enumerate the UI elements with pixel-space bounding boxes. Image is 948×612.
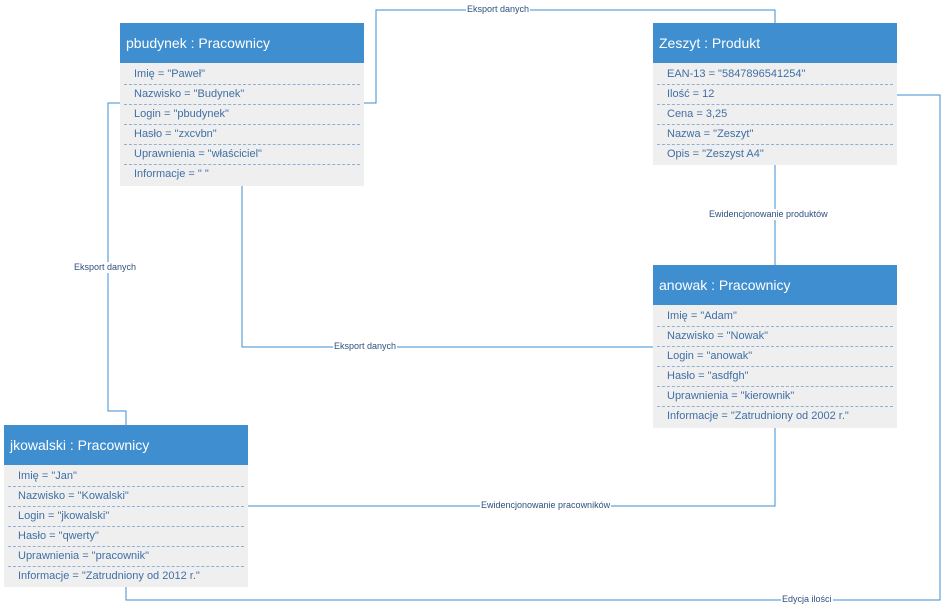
attribute-row: Nazwa = "Zeszyt" [657,125,893,145]
link-pbudynek-jkowalski [107,102,127,425]
object-title: jkowalski : Pracownicy [4,425,248,465]
attribute-row: EAN-13 = "5847896541254" [657,65,893,85]
attribute-row: Nazwisko = "Kowalski" [8,487,244,507]
object-anowak[interactable]: anowak : Pracownicy Imię = "Adam" Nazwis… [653,265,897,428]
attribute-row: Hasło = "asdfgh" [657,367,893,387]
attribute-row: Ilość = 12 [657,85,893,105]
object-jkowalski[interactable]: jkowalski : Pracownicy Imię = "Jan" Nazw… [4,425,248,587]
attribute-list: Imię = "Paweł" Nazwisko = "Budynek" Logi… [120,63,364,186]
attribute-row: Opis = "Zeszyst A4" [667,148,764,160]
attribute-row: Nazwisko = "Nowak" [657,327,893,347]
attribute-row: Uprawnienia = "właściciel" [124,145,360,165]
link-label-jkowalski-anowak: Ewidencjonowanie pracowników [480,500,612,511]
link-pbudynek-anowak [241,186,653,348]
attribute-row: Hasło = "zxcvbn" [124,125,360,145]
link-pbudynek-zeszyt [364,9,776,104]
attribute-row: Uprawnienia = "pracownik" [8,547,244,567]
link-label-pbudynek-anowak: Eksport danych [333,341,398,352]
attribute-row: Login = "anowak" [657,347,893,367]
link-jkowalski-zeszyt [125,94,941,601]
attribute-row: Uprawnienia = "kierownik" [657,387,893,407]
link-label-pbudynek-jkowalski: Eksport danych [73,262,138,273]
attribute-row: Informacje = "Zatrudniony od 2002 r." [667,410,849,422]
attribute-row: Informacje = "Zatrudniony od 2012 r." [18,570,200,582]
attribute-row: Imię = "Jan" [8,467,244,487]
attribute-row: Informacje = " " [134,168,209,180]
attribute-list: EAN-13 = "5847896541254" Ilość = 12 Cena… [653,63,897,166]
attribute-row: Cena = 3,25 [657,105,893,125]
attribute-list: Imię = "Jan" Nazwisko = "Kowalski" Login… [4,465,248,588]
attribute-row: Login = "pbudynek" [124,105,360,125]
link-label-pbudynek-zeszyt: Eksport danych [466,4,531,15]
link-label-jkowalski-zeszyt: Edycja ilości [781,594,833,605]
attribute-row: Login = "jkowalski" [8,507,244,527]
object-title: pbudynek : Pracownicy [120,23,364,63]
object-title: anowak : Pracownicy [653,265,897,305]
attribute-row: Imię = "Paweł" [124,65,360,85]
attribute-row: Nazwisko = "Budynek" [124,85,360,105]
attribute-list: Imię = "Adam" Nazwisko = "Nowak" Login =… [653,305,897,428]
attribute-row: Hasło = "qwerty" [8,527,244,547]
attribute-row: Imię = "Adam" [657,307,893,327]
object-title: Zeszyt : Produkt [653,23,897,63]
link-jkowalski-anowak [248,428,776,507]
link-label-zeszyt-anowak: Ewidencjonowanie produktów [708,209,829,220]
object-pbudynek[interactable]: pbudynek : Pracownicy Imię = "Paweł" Naz… [120,23,364,186]
object-zeszyt[interactable]: Zeszyt : Produkt EAN-13 = "5847896541254… [653,23,897,165]
